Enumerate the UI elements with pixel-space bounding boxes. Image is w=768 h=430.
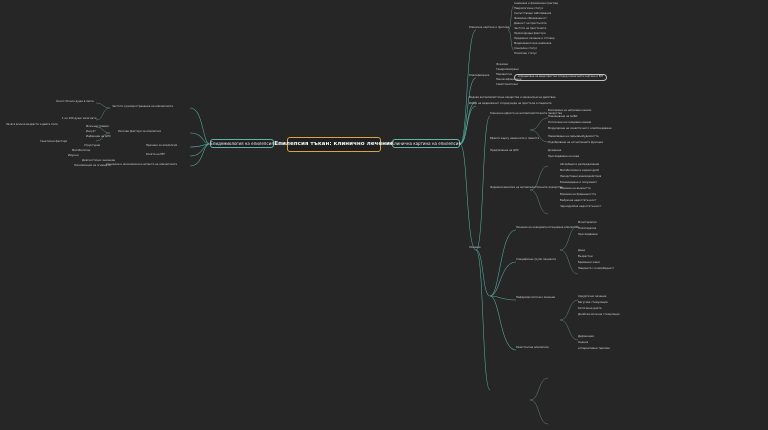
list-item: Оценка: [578, 341, 589, 344]
list-item: Медикаментозна анамнеза: [514, 42, 552, 45]
list-item: Симптоматични: [496, 83, 518, 86]
list-item: Имунни: [68, 154, 79, 157]
list-item: Локализация на огнището: [74, 164, 111, 167]
list-item: Некласифицирани: [496, 78, 522, 81]
left-branch[interactable]: Причини за епилепсия: [146, 144, 178, 147]
treatment-bullet: Видове антиепилептични лекарства и механ…: [469, 96, 556, 99]
list-item: Честота на пристъпите: [514, 27, 547, 30]
list-item: Структурни: [84, 144, 101, 147]
list-item: Генерализирани: [496, 68, 519, 71]
list-item: Чернодробна недостатъчност: [560, 205, 602, 208]
list-item: Генетични фактори: [40, 140, 68, 143]
list-item: Влияние на възрастта: [560, 187, 591, 190]
right-top-branch[interactable]: Клинична картина и преглед: [469, 26, 510, 29]
list-item: Метаболитни: [72, 149, 91, 152]
list-item: Бъбречна недостатъчност: [560, 199, 597, 202]
list-item: Модулиране на синаптичното освобождаване: [548, 127, 612, 130]
list-item: 1 на 100 души засегнати: [62, 117, 97, 120]
list-item: Социален статус: [514, 47, 538, 50]
list-item: Блокиране на натриеви канали: [548, 109, 592, 112]
list-item: Фокални: [496, 63, 509, 66]
list-item: Влияние на бременността: [560, 193, 597, 196]
list-item: Дозиране: [548, 149, 562, 152]
list-item: Неизвестни: [496, 73, 513, 76]
right-main-topic[interactable]: Клинична картина на епилепсия: [391, 139, 461, 148]
list-item: Потискане на калциеви канали: [548, 121, 592, 124]
list-item: Пациенти с коморбидност: [578, 267, 615, 270]
section-label[interactable]: Резистентна епилепсия: [516, 346, 549, 349]
treatment-branch[interactable]: Лечение: [469, 246, 481, 249]
section-label[interactable]: Нефармакологично лечение: [516, 296, 555, 299]
list-item: Инфекции на ЦНС: [86, 135, 111, 138]
list-item: Вагусова стимулация: [578, 301, 608, 304]
list-item: Неврологичен статус: [514, 7, 544, 10]
list-item: Възрастни: [578, 255, 593, 258]
list-item: Бременни жени: [578, 261, 600, 264]
list-item: Проследяване на нива: [548, 155, 580, 158]
list-item: Кетогенна диета: [578, 307, 602, 310]
list-item: Давност на пристъпите: [514, 22, 547, 25]
list-item: Около 50 млн души в света: [56, 100, 94, 103]
section-label[interactable]: Лечение на новодиагностицирана епилепсия: [516, 226, 579, 229]
list-item: Мозъчни травми: [86, 125, 109, 128]
list-item: Анамнеза и физикален преглед: [514, 2, 558, 5]
left-branch[interactable]: Социални и икономически аспекти на епиле…: [106, 163, 177, 166]
list-item: Проследяване: [578, 233, 598, 236]
left-branch[interactable]: Рискови фактори за епилепсия: [118, 130, 161, 133]
list-item: Съпътстващи заболявания: [514, 12, 552, 15]
list-item: Инсулт: [86, 130, 96, 133]
list-item: Повишаване на GABA: [548, 115, 578, 118]
list-item: Алтернативни терапии: [578, 347, 610, 350]
list-item: Диагностично значение: [82, 159, 115, 162]
list-item: Монотерапия: [578, 221, 597, 224]
list-item: Политерапия: [578, 227, 597, 230]
section-label[interactable]: Предпазване на ЦНС: [490, 149, 519, 152]
list-item: Провокиращи фактори: [514, 32, 546, 35]
list-item: Метаболизъм в черния дроб: [560, 169, 599, 172]
list-item: Засяга всички възрасти и двата пола: [6, 123, 58, 126]
left-main-topic[interactable]: Епидемиология на епилепсия: [210, 139, 274, 148]
list-item: Фамилна обремененост: [514, 17, 547, 20]
list-item: Елиминиране и полуживот: [560, 181, 597, 184]
section-label[interactable]: Ефекти върху невроните и паметта: [490, 137, 540, 140]
list-item: Абсорбция и разпределение: [560, 163, 600, 166]
list-item: Дефиниция: [578, 335, 594, 338]
section-label[interactable]: Специфични групи пациенти: [516, 258, 557, 261]
list-item: Лекарствени взаимодействия: [560, 175, 602, 178]
left-branch[interactable]: Честота и разпространение на епилепсията: [112, 105, 173, 108]
classification-note[interactable]: Определяне на вида пристъп според клинич…: [514, 74, 608, 81]
list-item: Дълбока мозъчна стимулация: [578, 313, 620, 316]
list-item: Хирургично лечение: [578, 295, 607, 298]
section-label[interactable]: Фармакокинетика на антиепилептичните лек…: [490, 186, 563, 189]
treatment-bullet: Избор на медикамент според вида на прист…: [469, 102, 552, 105]
root-topic[interactable]: Епилепсия тъкан: клинично лечение: [274, 137, 394, 152]
list-item: Подобряване на когнитивната функция: [548, 141, 603, 144]
list-item: Деца: [578, 249, 585, 252]
list-item: Психичен статус: [514, 52, 537, 55]
list-item: Намаляване на свръхвъзбудимостта: [548, 135, 599, 138]
section-label[interactable]: Клинични ефекти на антиепилептичните лек…: [490, 112, 562, 115]
list-item: Предишно лечение и отговор: [514, 37, 555, 40]
classification-branch[interactable]: Класификация: [469, 74, 490, 77]
left-branch[interactable]: Ролята на ЕЕГ: [146, 153, 166, 156]
